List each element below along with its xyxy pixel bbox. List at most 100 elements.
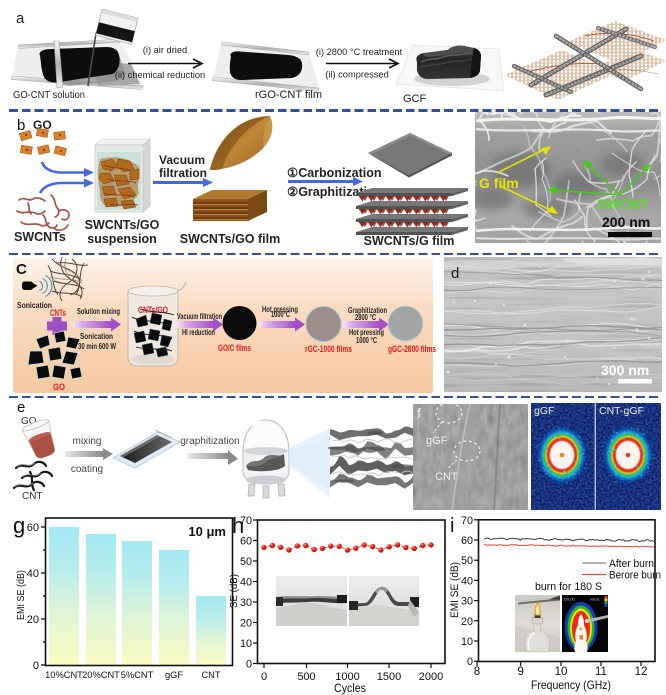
svg-text:filtration: filtration: [159, 166, 207, 180]
svg-text:G film: G film: [479, 175, 519, 191]
svg-text:30 min 600 W: 30 min 600 W: [78, 342, 116, 351]
svg-text:0: 0: [467, 656, 473, 668]
svg-text:CNT-gGF: CNT-gGF: [599, 405, 644, 417]
svg-text:CNT: CNT: [201, 670, 220, 680]
svg-text:EMI SE (dB): EMI SE (dB): [15, 570, 27, 620]
svg-text:rGO-CNT film: rGO-CNT film: [255, 89, 322, 101]
svg-text:SE (dB): SE (dB): [228, 574, 240, 608]
svg-text:gGF: gGF: [165, 670, 183, 680]
svg-text:Vacuum: Vacuum: [159, 153, 205, 167]
svg-text:Vacuum filtration: Vacuum filtration: [177, 312, 222, 321]
svg-text:SWCNTs: SWCNTs: [14, 230, 66, 244]
svg-text:20: 20: [461, 616, 473, 628]
svg-text:Sonication: Sonication: [80, 332, 113, 341]
svg-text:GO: GO: [53, 382, 65, 392]
svg-text:e: e: [17, 399, 25, 416]
svg-text:rGC-1000 films: rGC-1000 films: [305, 344, 352, 354]
svg-text:40: 40: [27, 568, 39, 580]
svg-text:CNTs: CNTs: [50, 308, 66, 318]
svg-text:Hot pressing: Hot pressing: [349, 328, 384, 337]
svg-text:11: 11: [595, 666, 607, 678]
svg-text:SWCNTs/GO film: SWCNTs/GO film: [180, 232, 280, 246]
svg-text:50: 50: [461, 555, 473, 567]
svg-text:12: 12: [635, 666, 648, 678]
svg-text:60: 60: [27, 522, 39, 534]
svg-text:30: 30: [461, 596, 473, 608]
svg-text:GO/C films: GO/C films: [218, 343, 251, 353]
svg-text:70: 70: [240, 515, 252, 527]
svg-text:Graphitization: Graphitization: [348, 306, 387, 315]
svg-text:coating: coating: [71, 464, 103, 475]
svg-text:gGF: gGF: [426, 435, 448, 447]
svg-text:5%CNT: 5%CNT: [121, 670, 154, 680]
svg-text:8: 8: [474, 666, 480, 678]
svg-text:(ii) chemical reduction: (ii) chemical reduction: [115, 70, 205, 80]
svg-text:1000°C: 1000°C: [271, 310, 290, 319]
svg-text:g: g: [13, 513, 25, 538]
svg-text:40: 40: [461, 575, 473, 587]
svg-text:graphitization: graphitization: [180, 436, 239, 447]
svg-text:SWCNTs/G film: SWCNTs/G film: [364, 234, 455, 248]
svg-text:f: f: [417, 405, 421, 421]
svg-text:300 nm: 300 nm: [601, 362, 649, 378]
svg-text:EMI SE (dB): EMI SE (dB): [450, 562, 461, 618]
svg-text:60: 60: [461, 535, 473, 547]
svg-text:(ii) compressed: (ii) compressed: [325, 70, 389, 80]
svg-text:0: 0: [33, 660, 39, 672]
svg-text:Hot pressing: Hot pressing: [262, 305, 298, 314]
svg-text:10: 10: [240, 638, 252, 650]
svg-text:C: C: [16, 261, 27, 278]
svg-text:gGF: gGF: [534, 405, 554, 417]
svg-text:(i) 2800 °C treatment: (i) 2800 °C treatment: [316, 47, 403, 57]
svg-text:CNT: CNT: [435, 471, 458, 483]
svg-text:10%CNT: 10%CNT: [45, 670, 83, 680]
svg-text:CNTs/GO: CNTs/GO: [138, 305, 168, 315]
svg-text:h: h: [232, 513, 244, 538]
svg-text:(i) air dried: (i) air dried: [143, 45, 187, 55]
svg-text:After burn: After burn: [609, 558, 654, 570]
svg-text:1000: 1000: [335, 671, 359, 683]
svg-text:1000 °C: 1000 °C: [356, 336, 377, 345]
svg-text:Cycles: Cycles: [334, 683, 366, 695]
svg-text:20: 20: [240, 618, 252, 630]
svg-text:a: a: [16, 10, 25, 27]
svg-text:Frequency (GHz): Frequency (GHz): [531, 678, 611, 692]
svg-text:SWCNT: SWCNT: [597, 196, 649, 212]
svg-text:①Carbonization: ①Carbonization: [287, 166, 382, 180]
svg-text:Berore burn: Berore burn: [609, 570, 661, 582]
svg-text:10: 10: [555, 666, 568, 678]
svg-text:Sonication: Sonication: [17, 300, 52, 310]
svg-text:191.0C: 191.0C: [564, 598, 576, 602]
svg-text:GCF: GCF: [403, 93, 427, 105]
svg-text:10: 10: [461, 636, 473, 648]
svg-text:50: 50: [240, 556, 252, 568]
svg-text:mixing: mixing: [73, 436, 102, 447]
svg-text:GO: GO: [21, 416, 37, 427]
svg-text:SWCNTs/GO: SWCNTs/GO: [85, 218, 160, 232]
svg-text:0: 0: [261, 671, 267, 683]
svg-text:20: 20: [27, 614, 39, 626]
svg-text:10 μm: 10 μm: [188, 524, 226, 539]
svg-text:0: 0: [246, 659, 252, 671]
svg-text:GO-CNT solution: GO-CNT solution: [13, 89, 85, 101]
svg-text:b: b: [17, 117, 25, 134]
svg-text:20%CNT: 20%CNT: [82, 670, 120, 680]
svg-text:60: 60: [240, 536, 252, 548]
svg-text:gGC-2800 films: gGC-2800 films: [388, 344, 436, 354]
svg-text:Solution mixing: Solution mixing: [77, 307, 120, 316]
svg-text:200 nm: 200 nm: [602, 214, 650, 230]
svg-text:CNT: CNT: [22, 491, 43, 502]
svg-text:i: i: [450, 515, 454, 537]
svg-text:val.01: val.01: [590, 598, 600, 602]
svg-text:2800 °C: 2800 °C: [355, 313, 376, 322]
svg-text:burn for 180 S: burn for 180 S: [535, 581, 602, 593]
svg-text:HI reduction: HI reduction: [182, 328, 215, 337]
svg-text:1500: 1500: [377, 671, 401, 683]
svg-text:9: 9: [517, 666, 523, 678]
svg-text:suspension: suspension: [87, 232, 156, 246]
svg-text:d: d: [451, 265, 459, 282]
svg-text:40: 40: [240, 577, 252, 589]
svg-text:500: 500: [297, 671, 315, 683]
svg-text:2000: 2000: [419, 671, 443, 683]
svg-text:70: 70: [461, 515, 473, 527]
